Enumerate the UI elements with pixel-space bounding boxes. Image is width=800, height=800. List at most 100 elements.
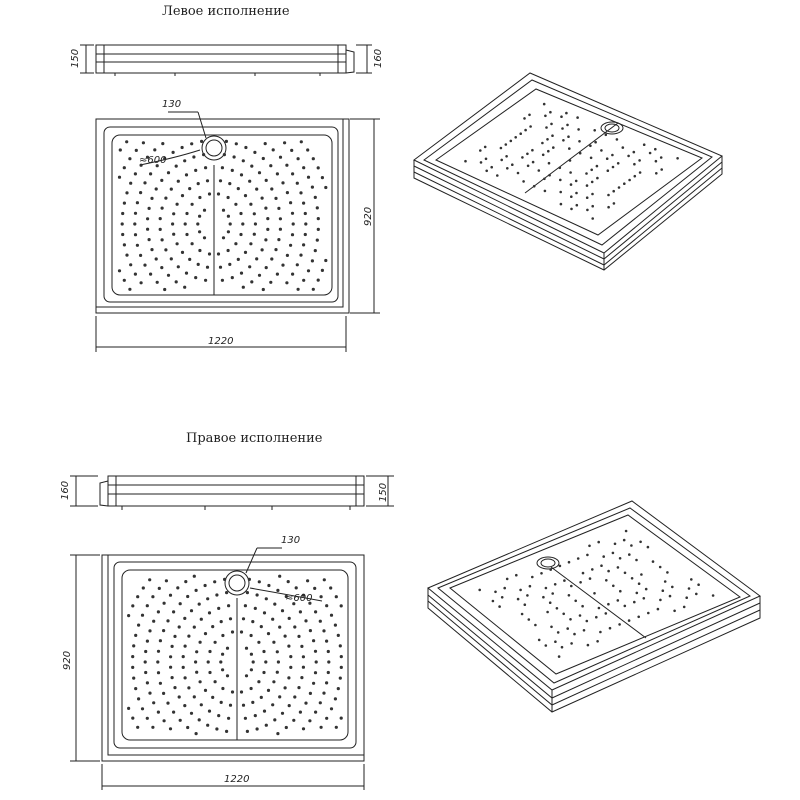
texture-dot: [593, 592, 596, 595]
texture-dot: [144, 670, 148, 675]
texture-dot: [682, 605, 686, 609]
texture-dot: [262, 611, 267, 615]
texture-dot: [232, 155, 236, 159]
texture-dot: [537, 169, 541, 172]
texture-dot: [322, 578, 326, 582]
texture-dot: [196, 182, 200, 186]
texture-dot: [299, 253, 303, 257]
texture-dot: [248, 265, 252, 269]
texture-dot: [202, 153, 206, 157]
texture-dot: [585, 619, 589, 623]
texture-dot: [607, 569, 610, 573]
texture-dot: [160, 238, 164, 242]
texture-dot: [284, 594, 288, 599]
texture-dot: [225, 591, 229, 595]
texture-dot: [301, 593, 306, 597]
texture-dot: [313, 249, 317, 253]
texture-dot: [250, 164, 254, 168]
texture-dot: [225, 674, 230, 678]
texture-dot: [567, 135, 570, 138]
texture-dot: [303, 232, 307, 237]
texture-dot: [329, 613, 334, 617]
texture-dot: [170, 676, 174, 680]
texture-dot: [216, 252, 221, 256]
right-version-drawing: 160 150 130 ≈600 920: [60, 475, 761, 790]
texture-dot: [194, 276, 198, 280]
texture-dot: [543, 177, 546, 181]
texture-dot: [327, 660, 331, 664]
texture-dot: [281, 263, 285, 267]
texture-dot: [588, 544, 591, 548]
texture-dot: [526, 594, 529, 597]
texture-dot: [241, 285, 245, 289]
texture-dot: [160, 266, 164, 270]
texture-dot: [118, 148, 122, 152]
texture-dot: [635, 558, 638, 562]
texture-dot: [547, 149, 550, 153]
texture-dot: [204, 166, 208, 170]
texture-dot: [145, 604, 149, 608]
texture-dot: [314, 710, 318, 714]
texture-dot: [545, 126, 548, 129]
texture-dot: [260, 248, 264, 252]
texture-dot: [143, 263, 147, 267]
texture-dot: [125, 191, 129, 195]
texture-dot: [308, 719, 312, 723]
texture-dot: [147, 206, 151, 210]
texture-dot: [637, 615, 640, 619]
texture-dot: [559, 178, 562, 182]
texture-dot: [252, 232, 256, 236]
texture-dot: [659, 156, 663, 159]
texture-dot: [315, 238, 319, 242]
texture-dot: [220, 166, 224, 170]
texture-dot: [162, 691, 166, 696]
texture-dot: [591, 204, 594, 208]
texture-dot: [293, 695, 297, 699]
texture-dot: [616, 599, 620, 602]
texture-dot: [216, 192, 221, 196]
texture-dot: [162, 719, 166, 723]
texture-dot: [485, 169, 489, 173]
texture-dot: [310, 259, 314, 263]
texture-dot: [218, 179, 223, 183]
texture-dot: [253, 714, 257, 718]
texture-dot: [230, 630, 235, 634]
texture-dot: [526, 152, 529, 156]
texture-dot: [226, 248, 230, 253]
texture-dot: [271, 148, 275, 152]
texture-dot: [183, 222, 187, 226]
texture-dot: [192, 155, 196, 159]
texture-dot: [263, 142, 267, 146]
texture-dot: [188, 187, 192, 191]
texture-dot: [215, 593, 219, 597]
texture-dot: [156, 610, 160, 614]
texture-dot: [260, 196, 264, 200]
texture-dot: [200, 139, 204, 143]
texture-dot: [524, 128, 527, 132]
texture-dot: [520, 612, 524, 616]
texture-dot: [158, 681, 162, 685]
texture-dot: [181, 665, 185, 670]
texture-dot: [261, 156, 265, 161]
texture-dot: [164, 248, 168, 252]
texture-dot: [196, 262, 200, 266]
texture-dot: [509, 139, 513, 143]
texture-dot: [687, 587, 691, 590]
texture-dot: [566, 123, 569, 127]
texture-dot: [131, 665, 135, 670]
texture-dot: [556, 631, 560, 634]
texture-dot: [129, 181, 133, 185]
texture-dot: [172, 710, 176, 714]
texture-dot: [611, 153, 614, 157]
texture-dot: [578, 140, 581, 143]
texture-dot: [302, 278, 306, 282]
texture-dot: [339, 716, 343, 720]
texture-dot: [271, 617, 275, 621]
texture-dot: [552, 146, 555, 149]
texture-dot: [154, 187, 158, 191]
texture-dot: [301, 665, 305, 669]
texture-dot: [558, 166, 562, 170]
texture-dot: [596, 640, 599, 643]
texture-dot: [529, 125, 532, 128]
texture-dot: [599, 630, 602, 634]
